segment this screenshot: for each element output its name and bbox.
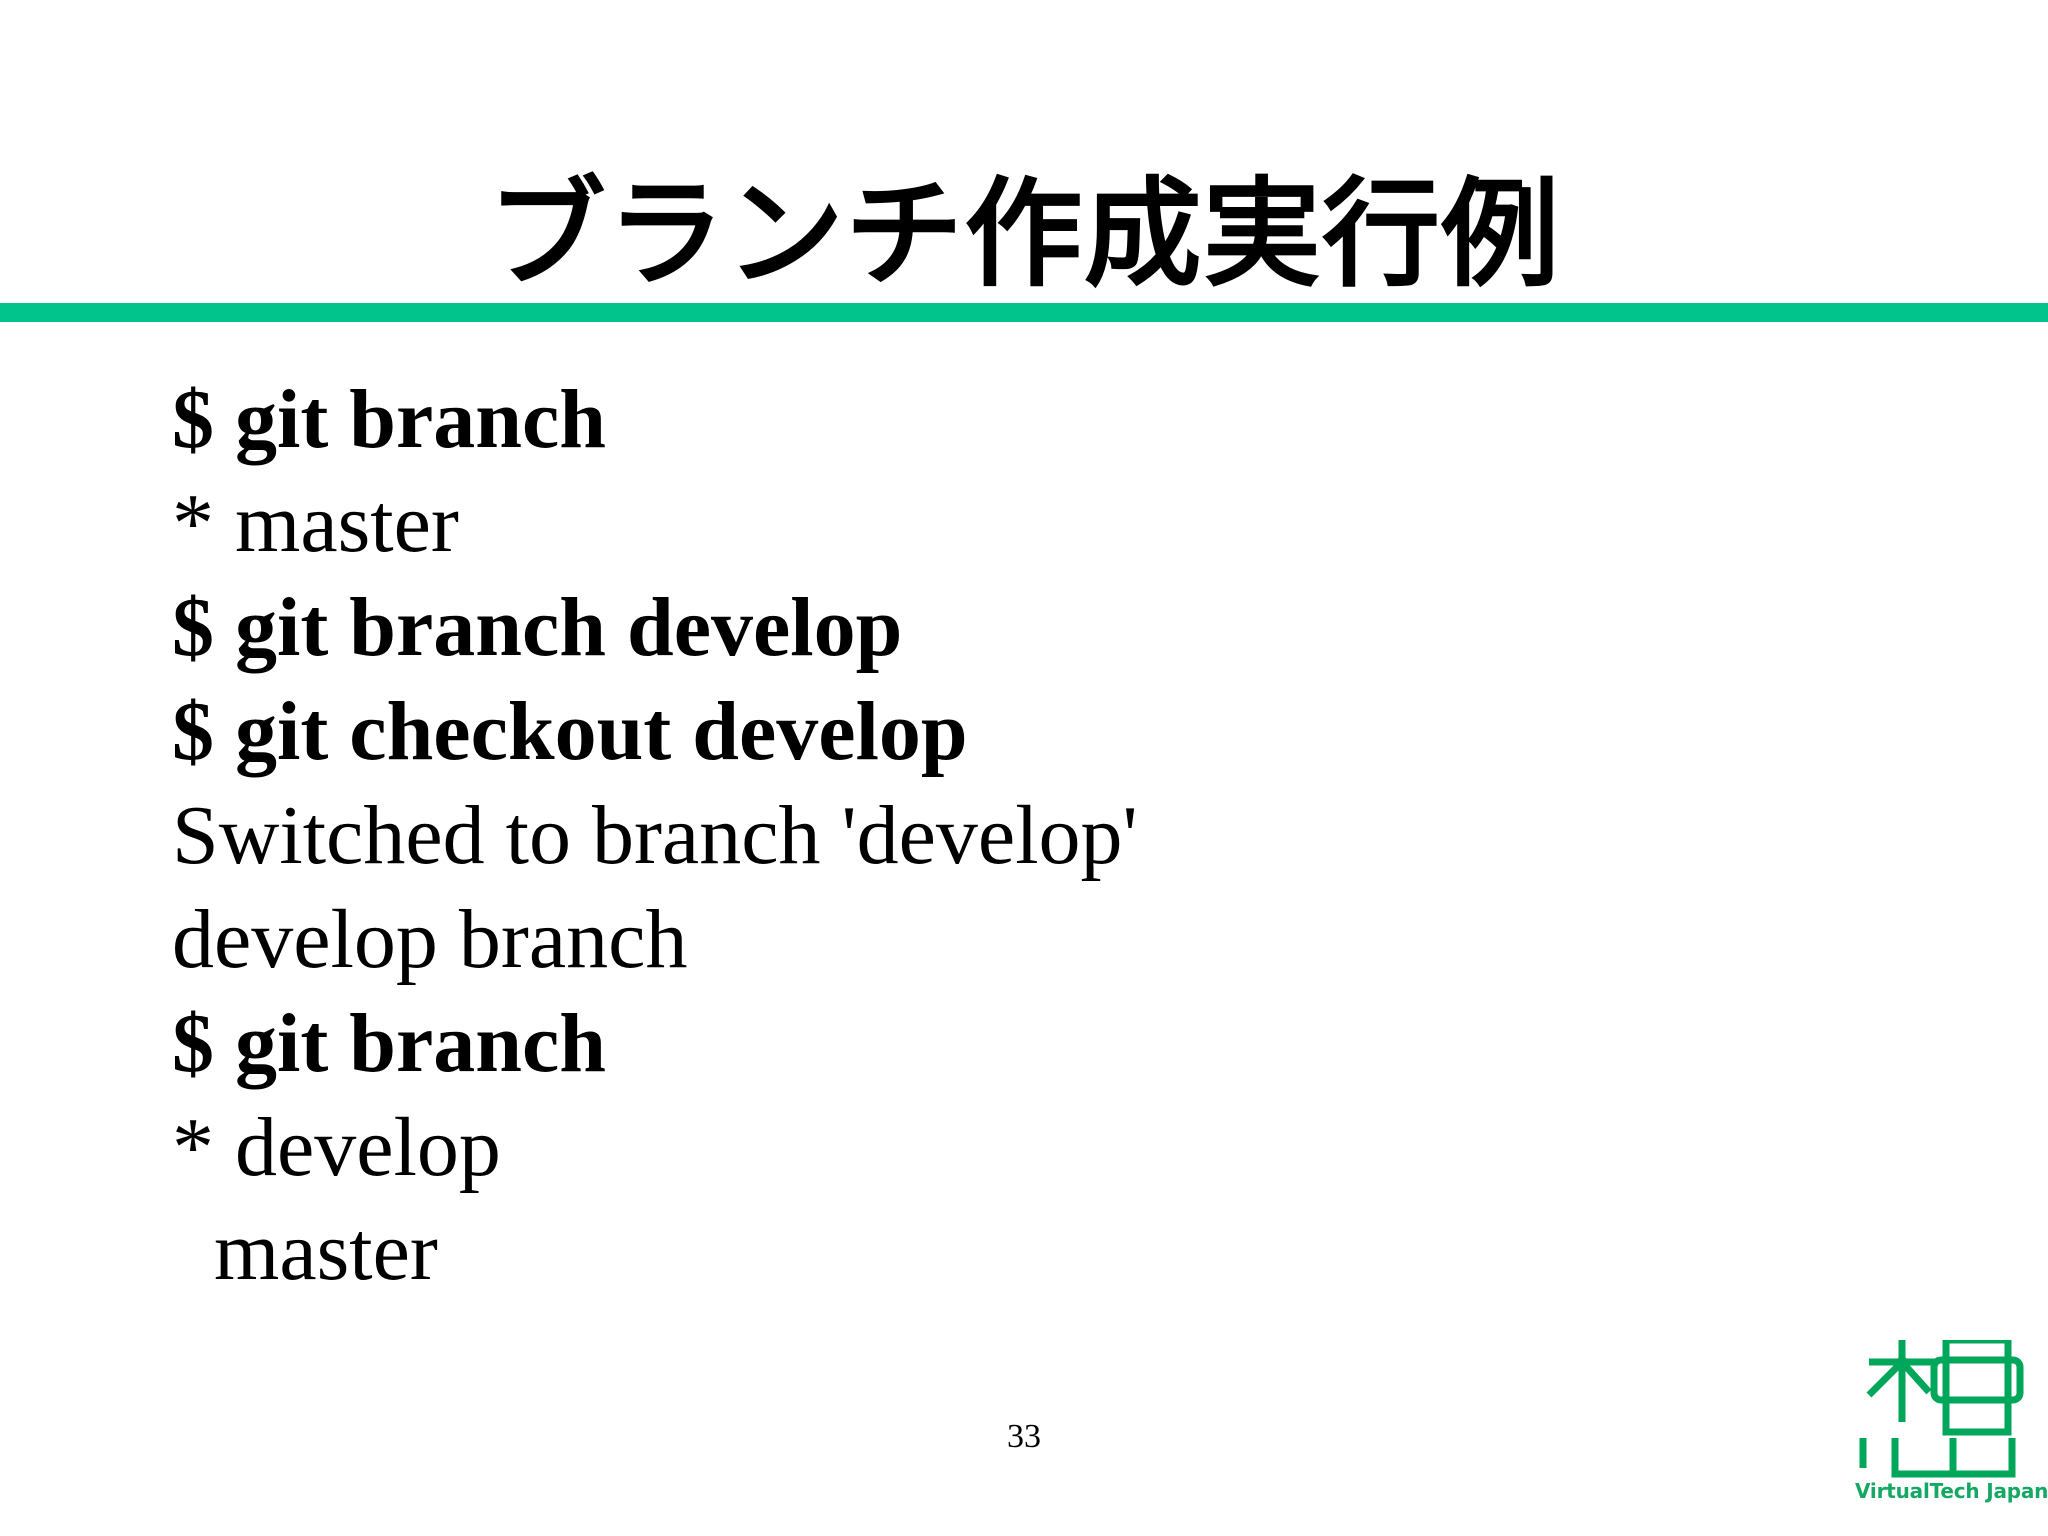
transcript-line: * develop xyxy=(172,1101,501,1194)
title-divider-rule xyxy=(0,303,2048,322)
page-title: ブランチ作成実行例 xyxy=(487,165,1561,304)
transcript-line: master xyxy=(172,1205,438,1298)
transcript-line: develop branch xyxy=(172,893,688,986)
transcript-line: $ git branch xyxy=(172,373,607,466)
virtualtech-japan-mark-icon xyxy=(1859,1340,2024,1478)
transcript-line: $ git branch xyxy=(172,997,607,1090)
transcript-line: $ git checkout develop xyxy=(172,685,968,778)
page-number: 33 xyxy=(1007,1418,1041,1455)
transcript-line: $ git branch develop xyxy=(172,581,903,674)
logo-wordmark: VirtualTech Japan xyxy=(1855,1479,2048,1503)
terminal-transcript: $ git branch * master $ git branch devel… xyxy=(172,368,1872,1304)
logo: VirtualTech Japan xyxy=(1855,1340,2048,1525)
transcript-line: * master xyxy=(172,477,459,570)
transcript-line: Switched to branch 'develop' xyxy=(172,789,1138,882)
